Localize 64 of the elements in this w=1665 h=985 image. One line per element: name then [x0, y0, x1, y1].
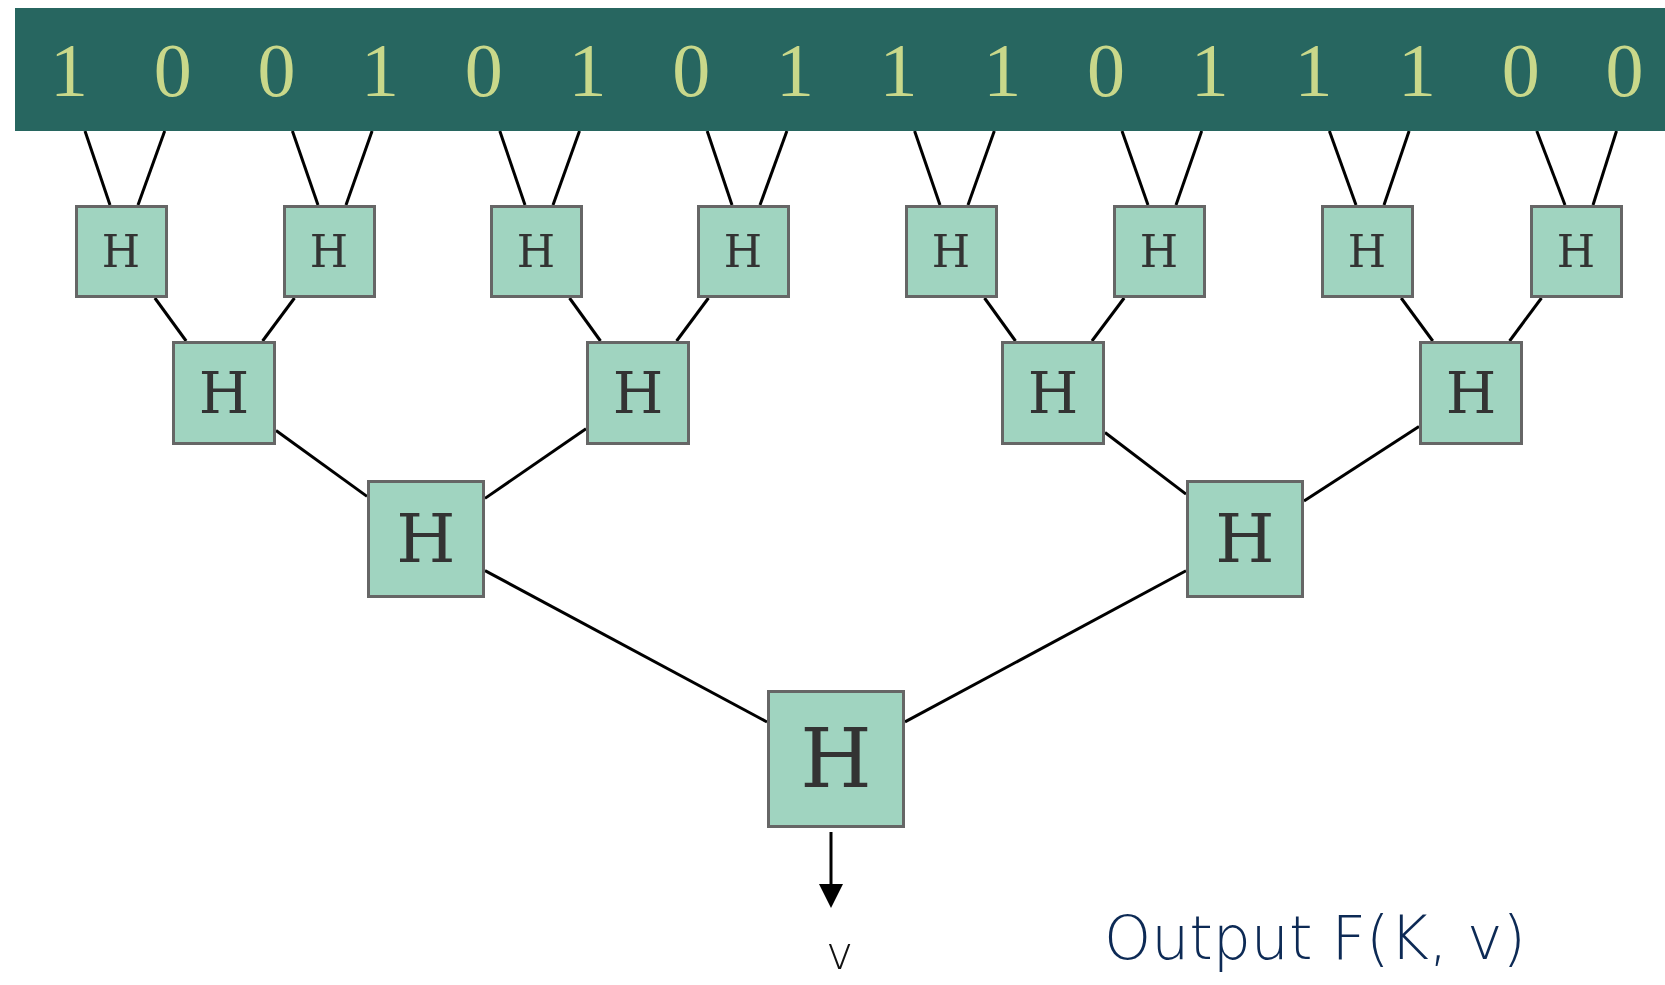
bit-digit: 1 — [1174, 8, 1245, 131]
connector-line — [705, 130, 734, 206]
bit-digit: 1 — [863, 8, 934, 131]
connector-line — [83, 130, 112, 206]
arrow — [819, 832, 843, 908]
connector-line — [275, 429, 368, 498]
connector-line — [498, 130, 527, 206]
bit-digit: 1 — [34, 8, 104, 131]
connector-line — [291, 130, 320, 206]
hash-box: H — [367, 480, 485, 598]
hash-box: H — [1186, 480, 1304, 598]
connector-line — [484, 569, 768, 724]
hash-box: H — [767, 690, 905, 828]
connector-line — [1591, 130, 1618, 206]
connector-line — [568, 297, 602, 342]
connector-line — [904, 569, 1187, 724]
connector-line — [1382, 130, 1411, 206]
bit-digit: 1 — [1278, 8, 1349, 131]
connector-line — [1508, 297, 1543, 342]
connector-line — [1303, 425, 1420, 503]
bit-digit: 1 — [552, 8, 623, 131]
connector-line — [1535, 130, 1567, 206]
connector-line — [1090, 297, 1126, 342]
bit-band — [15, 8, 1665, 131]
connector-line — [913, 130, 942, 206]
connector-line — [1399, 297, 1434, 342]
bit-digit: 1 — [759, 8, 830, 131]
connector-line — [484, 427, 587, 500]
connector-line — [1120, 130, 1150, 206]
bit-digit: 1 — [1382, 8, 1453, 131]
hash-box: H — [1112, 205, 1206, 298]
hash-box: H — [1419, 341, 1523, 445]
connector-line — [966, 130, 996, 206]
hash-box: H — [696, 205, 790, 298]
bit-digit: 1 — [345, 8, 416, 131]
hash-box: H — [74, 205, 168, 298]
connector-line — [344, 130, 374, 206]
bit-digit: 0 — [1589, 8, 1660, 131]
hash-box: H — [489, 205, 583, 298]
connector-line — [551, 130, 581, 206]
bit-digit: 1 — [967, 8, 1038, 131]
hash-box: H — [282, 205, 376, 298]
bit-digit: 0 — [1071, 8, 1141, 131]
bit-digit: 0 — [1485, 8, 1556, 131]
hash-box: H — [172, 341, 276, 445]
connector-line — [1104, 431, 1187, 496]
bit-digit: 0 — [448, 8, 519, 131]
connector-line — [983, 297, 1017, 342]
hash-box: H — [586, 341, 690, 445]
bit-digit: 0 — [241, 8, 312, 131]
connector-line — [261, 297, 296, 342]
connector-line — [153, 297, 188, 342]
connector-line — [136, 130, 167, 206]
hash-box: H — [1320, 205, 1414, 298]
hash-box: H — [904, 205, 998, 298]
connector-line — [758, 130, 789, 206]
hash-box: H — [1529, 205, 1623, 298]
connector-line — [1328, 130, 1358, 206]
output-label: v — [826, 930, 854, 976]
hash-box: H — [1001, 341, 1105, 445]
bit-digit: 0 — [137, 8, 208, 131]
bit-digit: 0 — [656, 8, 727, 131]
connector-line — [675, 297, 710, 342]
connector-line — [1174, 130, 1204, 206]
